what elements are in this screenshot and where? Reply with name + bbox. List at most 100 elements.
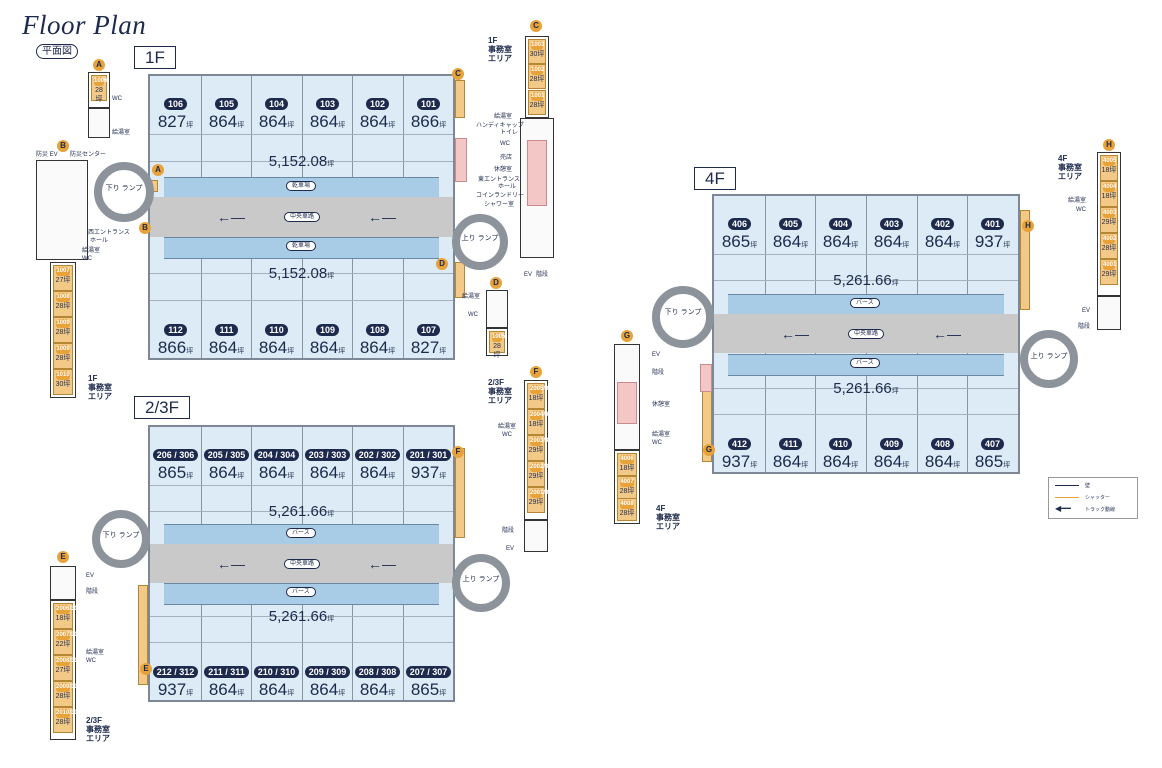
unit-area: 865坪: [157, 463, 194, 482]
gridline: [150, 134, 453, 135]
truck-route-arrow: ←—: [933, 326, 961, 342]
unit-number: 205 / 305: [203, 449, 250, 461]
area-suffix: 坪: [891, 280, 899, 287]
office-core-d: [486, 290, 508, 328]
office-unit-area: 22坪: [55, 641, 71, 648]
area-suffix: 坪: [327, 511, 335, 518]
berth-label-top: 乾車場: [286, 181, 317, 191]
page-title: Floor Plan: [22, 10, 147, 40]
unit-suffix: 坪: [1003, 242, 1011, 249]
unit-number: 107: [416, 324, 441, 336]
unit-area: 866坪: [410, 112, 447, 131]
unit-number: 109: [315, 324, 340, 336]
marker-b-label: B: [57, 140, 69, 152]
office-unit-number: 2005/3005: [530, 385, 559, 394]
marker-d-label: D: [490, 277, 502, 289]
office-unit-area: 28坪: [529, 102, 545, 109]
unit-number: 410: [828, 438, 853, 450]
central-corridor-label: 中央車路: [284, 212, 321, 222]
unit-bottom: 408 864坪: [917, 434, 968, 475]
label-west-hall: ホール: [90, 238, 109, 244]
down-ramp-4f: [652, 286, 714, 348]
office-unit-number: 1010: [56, 371, 70, 380]
label-stairs: 階段: [1078, 324, 1091, 330]
label-wc: WC: [502, 432, 512, 438]
label-stairs: 階段: [536, 272, 549, 278]
truck-route-arrow: ←—: [368, 209, 396, 225]
unit-suffix: 坪: [851, 462, 859, 469]
legend: 壁 シャッター ◀━━トラック動線: [1048, 477, 1138, 519]
unit-suffix: 坪: [338, 122, 346, 129]
unit-suffix: 坪: [1003, 462, 1011, 469]
berth-label-bottom: バース: [286, 587, 316, 597]
truck-route-arrow: ←—: [781, 326, 809, 342]
total-area-top: 5,152.08坪: [268, 153, 335, 170]
office-unit-area: 28坪: [55, 719, 71, 726]
label-ev: EV: [524, 272, 533, 278]
office-unit-number: 1009: [56, 319, 70, 328]
label-wc: WC: [82, 256, 92, 262]
gridline: [714, 414, 1018, 415]
unit-suffix: 坪: [237, 690, 245, 697]
berth-label-bottom: バース: [850, 358, 880, 368]
berth-label-top: バース: [850, 298, 880, 308]
unit-suffix: 坪: [439, 690, 447, 697]
label-wc: WC: [112, 96, 122, 102]
unit-suffix: 坪: [439, 122, 447, 129]
gridline: [150, 273, 453, 274]
office-unit-number: 2001/3001: [530, 489, 559, 498]
unit-area: 864坪: [258, 112, 295, 131]
unit-area: 937坪: [974, 232, 1011, 251]
floor-label-4f: 4F: [694, 167, 736, 190]
office-unit-area: 29坪: [528, 499, 544, 506]
office-unit-number: 1005: [492, 333, 506, 342]
unit-suffix: 坪: [237, 348, 245, 355]
label-kyutoshitsu: 給湯室: [494, 114, 513, 120]
unit-number: 412: [727, 438, 752, 450]
office-unit-number: 2009/3009: [56, 683, 85, 692]
office-unit-number: 4008: [620, 500, 634, 509]
unit-area: 864坪: [208, 680, 245, 699]
office-unit-area: 28坪: [619, 510, 635, 517]
label-ev: EV: [1082, 308, 1091, 314]
unit-area: 864坪: [208, 112, 245, 131]
office-unit-area: 18坪: [528, 421, 544, 428]
marker-f: F: [452, 446, 464, 458]
unit-area: 864坪: [924, 452, 961, 471]
label-ev: EV: [506, 546, 515, 552]
office-unit-area: 18坪: [1101, 167, 1117, 174]
unit-suffix: 坪: [902, 462, 910, 469]
unit-area: 864坪: [309, 680, 346, 699]
unit-number: 409: [879, 438, 904, 450]
label-wc: WC: [86, 658, 96, 664]
down-ramp-1f: [94, 162, 154, 222]
label-wc: WC: [1076, 207, 1086, 213]
office-unit-number: 2006/3006: [56, 605, 85, 614]
unit-number: 112: [164, 324, 187, 336]
unit-number: 408: [930, 438, 955, 450]
